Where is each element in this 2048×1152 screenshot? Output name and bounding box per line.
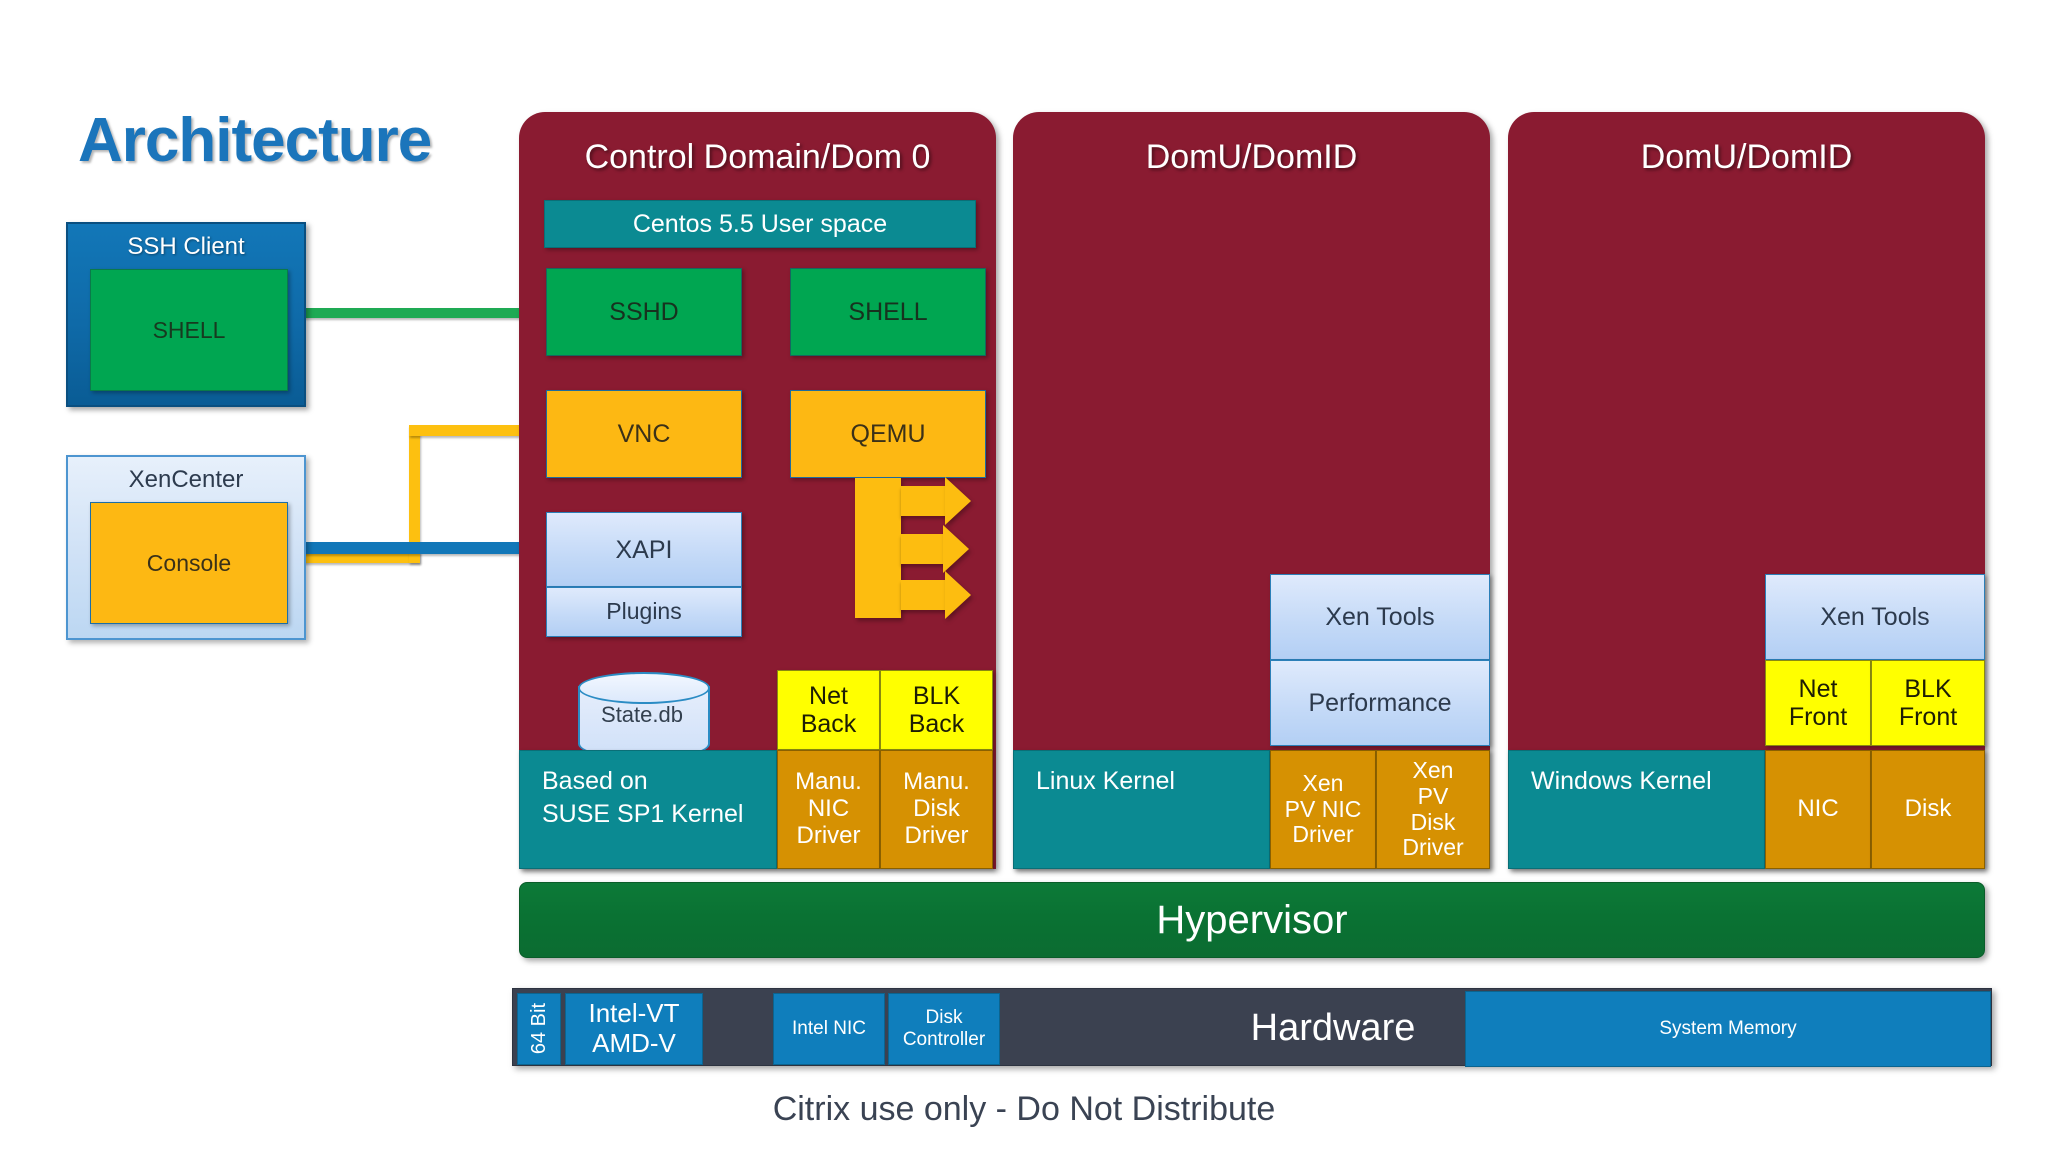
fork-prong-1 <box>901 477 971 525</box>
hardware-intel-nic-cell[interactable]: Intel NIC <box>773 993 885 1065</box>
manu-nic-driver-block[interactable]: Manu. NIC Driver <box>777 750 880 869</box>
manu-nic-line2: NIC <box>807 795 850 823</box>
fork-stem <box>855 478 901 618</box>
domu-windows-title: DomU/DomID <box>1640 138 1853 176</box>
domu-linux-pv-disk-block[interactable]: Xen PV Disk Driver <box>1376 750 1490 869</box>
pv-nic-line3: Driver <box>1292 821 1354 848</box>
control-domain-title: Control Domain/Dom 0 <box>584 138 931 176</box>
fork-prong-3 <box>901 571 971 619</box>
ssh-client-shell[interactable]: SHELL <box>90 269 288 391</box>
qemu-block[interactable]: QEMU <box>790 390 986 478</box>
fork-prong-3-head <box>945 571 971 619</box>
domu-windows-kernel-block[interactable]: Windows Kernel <box>1508 750 1765 869</box>
xencenter-box[interactable]: XenCenter Console <box>66 455 306 640</box>
statedb-top <box>578 672 710 704</box>
domu-windows-xen-tools-block[interactable]: Xen Tools <box>1765 574 1985 660</box>
net-front-line1: Net <box>1798 675 1838 703</box>
manu-disk-line3: Driver <box>904 821 969 849</box>
hardware-virt-line1: Intel-VT <box>588 998 680 1029</box>
hardware-system-memory-cell[interactable]: System Memory <box>1465 991 1991 1067</box>
hardware-64bit-cell[interactable]: 64 Bit <box>517 993 561 1065</box>
wire-ssh-to-sshd <box>300 308 550 318</box>
dom0-kernel-line2: SUSE SP1 Kernel <box>542 799 744 828</box>
domu-linux-kernel-block[interactable]: Linux Kernel <box>1013 750 1270 869</box>
blk-front-block[interactable]: BLK Front <box>1871 660 1985 746</box>
domu-linux-title: DomU/DomID <box>1145 138 1358 176</box>
ssh-client-title: SSH Client <box>127 233 245 260</box>
manu-disk-line1: Manu. <box>903 768 970 796</box>
wire-console-to-xapi <box>300 542 554 554</box>
hardware-virtualization-cell[interactable]: Intel-VT AMD-V <box>565 993 703 1065</box>
shell-block[interactable]: SHELL <box>790 268 986 356</box>
fork-prong-3-bar <box>901 580 953 610</box>
fork-prong-2 <box>901 525 969 573</box>
ssh-client-box[interactable]: SSH Client SHELL <box>66 222 306 407</box>
hardware-disk-ctrl-line2: Controller <box>902 1029 986 1050</box>
fork-prong-1-bar <box>901 486 953 516</box>
statedb-cylinder[interactable]: State.db <box>578 672 710 762</box>
wire-console-to-vnc-seg1 <box>300 552 420 563</box>
domu-linux-pv-nic-block[interactable]: Xen PV NIC Driver <box>1270 750 1376 869</box>
hypervisor-bar[interactable]: Hypervisor <box>519 882 1985 958</box>
pv-disk-line4: Driver <box>1402 834 1464 861</box>
qemu-fork-arrows <box>855 477 975 619</box>
manu-nic-line1: Manu. <box>795 768 862 796</box>
pv-disk-line3: Disk <box>1410 808 1456 835</box>
vnc-block[interactable]: VNC <box>546 390 742 478</box>
domu-linux-performance-block[interactable]: Performance <box>1270 660 1490 746</box>
blk-front-line2: Front <box>1898 703 1958 731</box>
net-front-line2: Front <box>1788 703 1848 731</box>
hardware-label: Hardware <box>1250 1006 1416 1049</box>
hardware-bar: 64 Bit Intel-VT AMD-V Intel NIC Disk Con… <box>512 988 1992 1067</box>
net-back-line1: Net <box>809 682 848 710</box>
blk-back-line2: Back <box>908 710 965 738</box>
blk-front-line1: BLK <box>1904 675 1952 703</box>
manu-nic-line3: Driver <box>796 821 861 849</box>
manu-disk-driver-block[interactable]: Manu. Disk Driver <box>880 750 993 869</box>
footer-note: Citrix use only - Do Not Distribute <box>772 1090 1276 1128</box>
fork-prong-2-head <box>943 525 969 573</box>
pv-nic-line2: PV NIC <box>1284 795 1362 822</box>
sshd-block[interactable]: SSHD <box>546 268 742 356</box>
net-back-line2: Back <box>800 710 857 738</box>
domu-windows-disk-block[interactable]: Disk <box>1871 750 1985 869</box>
pv-disk-line1: Xen <box>1412 757 1454 783</box>
xencenter-title: XenCenter <box>128 466 244 493</box>
hardware-virt-line2: AMD-V <box>592 1028 676 1058</box>
fork-prong-2-bar <box>901 534 951 564</box>
wire-console-to-vnc-seg2 <box>409 425 420 563</box>
plugins-block[interactable]: Plugins <box>546 587 742 637</box>
page-title: Architecture <box>78 105 432 175</box>
wire-console-to-vnc-seg3 <box>409 425 554 436</box>
xapi-block[interactable]: XAPI <box>546 512 742 587</box>
hardware-64bit-label: 64 Bit <box>527 1003 550 1055</box>
domu-windows-nic-block[interactable]: NIC <box>1765 750 1871 869</box>
blk-back-line1: BLK <box>912 682 961 710</box>
net-back-block[interactable]: Net Back <box>777 670 880 750</box>
xencenter-console[interactable]: Console <box>90 502 288 624</box>
hardware-disk-controller-cell[interactable]: Disk Controller <box>888 993 1000 1065</box>
dom0-kernel-block[interactable]: Based on SUSE SP1 Kernel <box>519 750 777 869</box>
pv-disk-line2: PV <box>1417 782 1449 809</box>
centos-userspace-block[interactable]: Centos 5.5 User space <box>544 200 976 248</box>
statedb-label: State.db <box>601 702 683 727</box>
manu-disk-line2: Disk <box>913 795 960 823</box>
pv-nic-line1: Xen <box>1302 769 1344 796</box>
hardware-disk-ctrl-line1: Disk <box>925 1007 963 1029</box>
dom0-kernel-line1: Based on <box>542 767 648 795</box>
net-front-block[interactable]: Net Front <box>1765 660 1871 746</box>
blk-back-block[interactable]: BLK Back <box>880 670 993 750</box>
domu-linux-xen-tools-block[interactable]: Xen Tools <box>1270 574 1490 660</box>
fork-prong-1-head <box>945 477 971 525</box>
